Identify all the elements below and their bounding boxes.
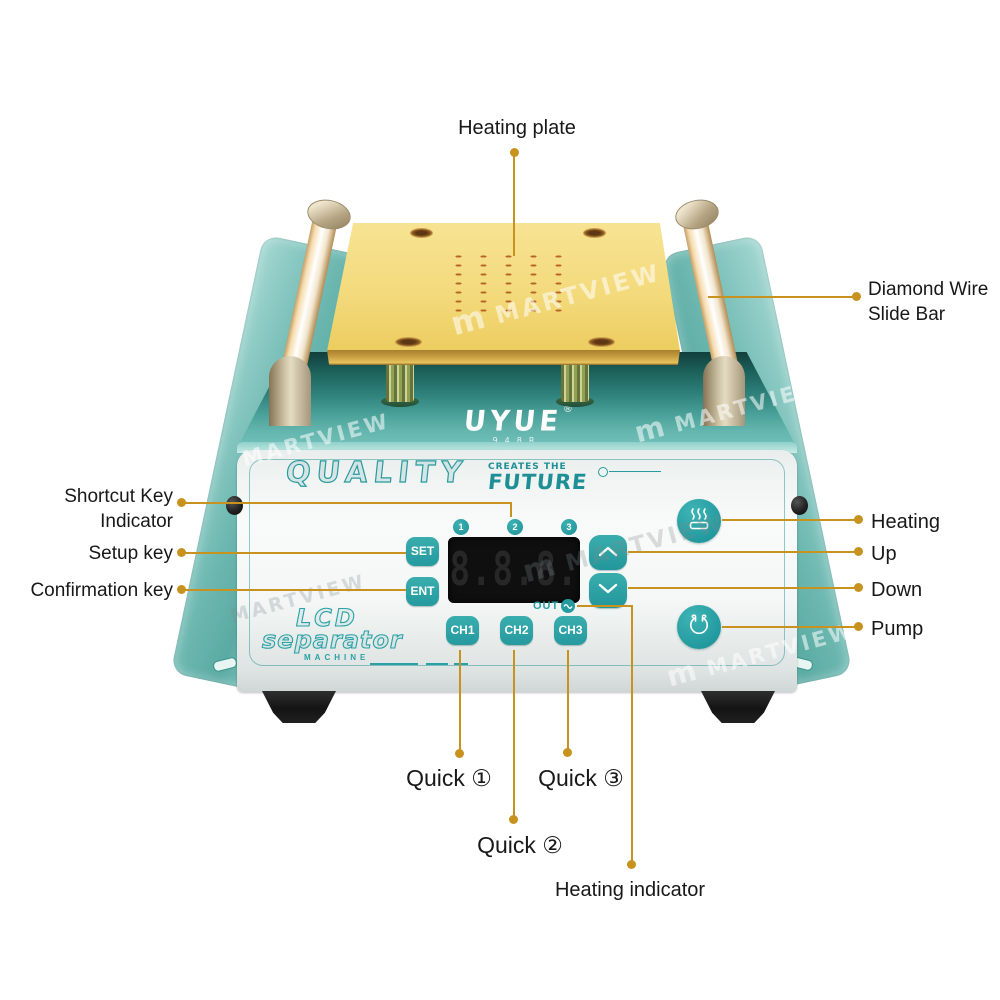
callout-dot [455, 749, 464, 758]
registered-mark: ® [564, 404, 572, 415]
callout-dot [627, 860, 636, 869]
callout-label-heating-indicator: Heating indicator [554, 879, 706, 901]
logo-lcd: LCD [295, 604, 358, 632]
callout-label-heating-plate: Heating plate [458, 117, 576, 139]
pump-button [677, 605, 721, 649]
down-button [589, 573, 627, 608]
heating-plate-edge [327, 350, 680, 365]
ch1-key: CH1 [446, 616, 479, 645]
callout-line [459, 650, 461, 751]
shortcut-indicator-3: 3 [561, 519, 577, 535]
chevron-down-icon [597, 582, 619, 600]
steam-icon [686, 506, 712, 537]
callout-label-up: Up [871, 543, 897, 565]
callout-line [722, 519, 856, 521]
pump-icon [686, 612, 712, 643]
callout-label-shortcut-key: Shortcut Key Indicator [64, 486, 173, 533]
slogan-future-block: CREATES THE FUTURE [486, 462, 589, 495]
callout-label-down: Down [871, 579, 923, 601]
vacuum-hole-grid [446, 252, 568, 314]
callout-label-quick3: Quick ③ [538, 765, 624, 791]
right-plate-post [561, 362, 589, 402]
callout-line [184, 502, 512, 504]
shortcut-indicator-2: 2 [507, 519, 523, 535]
callout-dot [854, 515, 863, 524]
callout-line [184, 552, 406, 554]
out-label: OUT [533, 600, 560, 612]
callout-label-diamond-wire: Diamond Wire Slide Bar [868, 279, 989, 326]
panel-deco-line [370, 663, 418, 665]
left-plate-post [386, 362, 414, 402]
callout-line [184, 589, 406, 591]
callout-line [628, 551, 856, 553]
slogan-creates-the: CREATES THE [488, 462, 567, 472]
left-panel-screw [226, 496, 243, 515]
callout-dot [852, 292, 861, 301]
heating-button [677, 499, 721, 543]
left-bar-post [269, 356, 311, 426]
callout-label-confirmation-key: Confirmation key [30, 580, 173, 601]
callout-dot [509, 815, 518, 824]
plate-screw-hole [588, 337, 615, 347]
deck-front-rim [237, 442, 797, 453]
lcd-separator-logo: LCD separator MACHINE [261, 604, 462, 662]
callout-line [577, 605, 633, 607]
callout-dot [854, 583, 863, 592]
up-button [589, 535, 627, 570]
callout-dot [563, 748, 572, 757]
brand-name: UYUE [462, 405, 564, 438]
left-rubber-foot [262, 691, 336, 723]
callout-line [631, 605, 633, 862]
right-rubber-foot [701, 691, 775, 723]
slogan-quality: QUALITY [284, 454, 471, 489]
plate-screw-hole [583, 228, 606, 238]
callout-label-quick1: Quick ① [406, 765, 492, 791]
ch2-key: CH2 [500, 616, 533, 645]
chevron-up-icon [597, 544, 619, 562]
callout-line [628, 587, 856, 589]
callout-label-setup-key: Setup key [88, 543, 174, 564]
set-key: SET [406, 537, 439, 566]
logo-machine: MACHINE [304, 653, 370, 662]
display-digits: 8.8.8. [449, 543, 579, 597]
callout-line [708, 296, 855, 298]
callout-dot [177, 585, 186, 594]
shortcut-indicator-1: 1 [453, 519, 469, 535]
callout-line [510, 502, 512, 517]
slogan-deco-line [609, 471, 661, 472]
right-bar-post [703, 356, 745, 426]
callout-dot [854, 622, 863, 631]
callout-dot [177, 498, 186, 507]
callout-dot [854, 547, 863, 556]
ch3-key: CH3 [554, 616, 587, 645]
callout-line [567, 650, 569, 750]
panel-deco-dash [454, 663, 468, 665]
brand-logo: UYUE® 948R [237, 404, 797, 445]
callout-line [513, 155, 515, 256]
callout-line [513, 650, 515, 817]
panel-inner-border [249, 459, 785, 666]
wave-icon [563, 597, 573, 615]
panel-deco-dash [426, 663, 448, 665]
ent-key: ENT [406, 577, 439, 606]
right-bar-cap [672, 195, 722, 234]
temperature-display: 8.8.8. [448, 537, 580, 603]
callout-dot [510, 148, 519, 157]
callout-label-heating: Heating [871, 511, 940, 533]
heating-output-indicator [561, 599, 575, 613]
callout-label-quick2: Quick ② [477, 832, 563, 858]
slogan-future: FUTURE [486, 470, 589, 494]
model-number: 948R [492, 436, 542, 445]
right-panel-screw [791, 496, 808, 515]
slogan-deco-circle [598, 467, 608, 477]
plate-screw-hole [395, 337, 422, 347]
plate-screw-hole [410, 228, 433, 238]
callout-label-pump: Pump [871, 618, 924, 640]
callout-line [722, 626, 856, 628]
logo-separator: separator [261, 626, 403, 654]
callout-dot [177, 548, 186, 557]
